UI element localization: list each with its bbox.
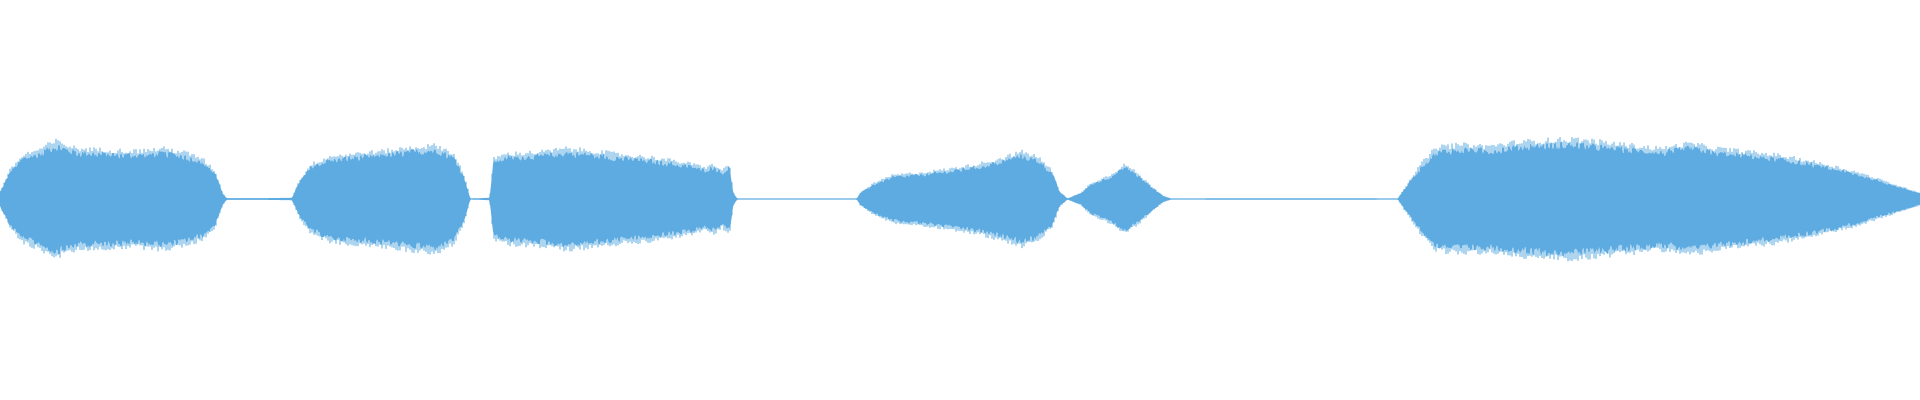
waveform-view[interactable] xyxy=(0,0,1920,400)
audio-waveform[interactable] xyxy=(0,0,1920,400)
